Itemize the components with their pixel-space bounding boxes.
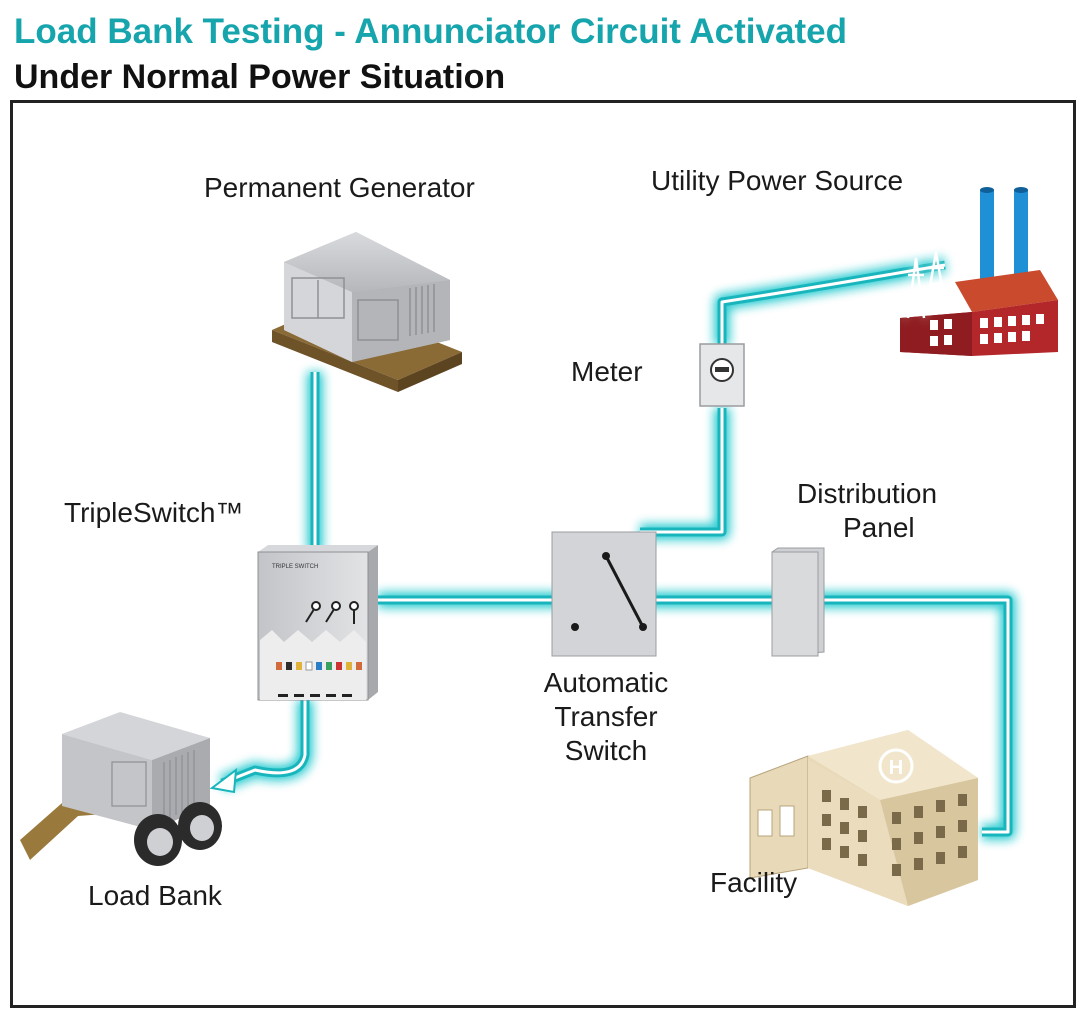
tripleswitch-panel-text: TRIPLE SWITCH <box>272 564 318 570</box>
meter-label: Meter <box>571 356 643 387</box>
facility-building: H Facility <box>710 730 978 906</box>
switch-lever-icon <box>604 555 645 628</box>
helipad-sign: H <box>889 757 903 779</box>
utility-label: Utility Power Source <box>651 165 903 196</box>
ats-label-line1: Automatic <box>544 667 669 698</box>
diagram-frame <box>10 100 1076 1008</box>
ats-label-line3: Switch <box>565 735 647 766</box>
distribution-panel: Distribution Panel <box>771 478 937 657</box>
ats-label-line2: Transfer <box>554 701 657 732</box>
power-lines <box>209 257 1016 840</box>
load-bank: Load Bank <box>20 712 223 911</box>
breaker-slots <box>276 661 362 671</box>
loadbank-label: Load Bank <box>88 880 223 911</box>
wheel-icon <box>134 802 222 866</box>
meter: Meter <box>571 343 745 407</box>
distribution-label-line2: Panel <box>843 512 915 543</box>
tripleswitch-label: TripleSwitch™ <box>64 497 243 528</box>
distribution-label-line1: Distribution <box>797 478 937 509</box>
generator-label: Permanent Generator <box>204 172 475 203</box>
automatic-transfer-switch: Automatic Transfer Switch <box>544 531 669 766</box>
helipad-icon <box>878 748 914 784</box>
arrow-icon <box>209 767 238 794</box>
page-title: Load Bank Testing - Annunciator Circuit … <box>14 12 847 51</box>
utility-power-source: Utility Power Source <box>651 165 1058 356</box>
tripleswitch: TRIPLE SWITCH TripleSwitch™ <box>64 497 378 701</box>
facility-label: Facility <box>710 867 797 898</box>
permanent-generator: Permanent Generator <box>204 172 475 392</box>
page-subtitle: Under Normal Power Situation <box>14 58 506 96</box>
